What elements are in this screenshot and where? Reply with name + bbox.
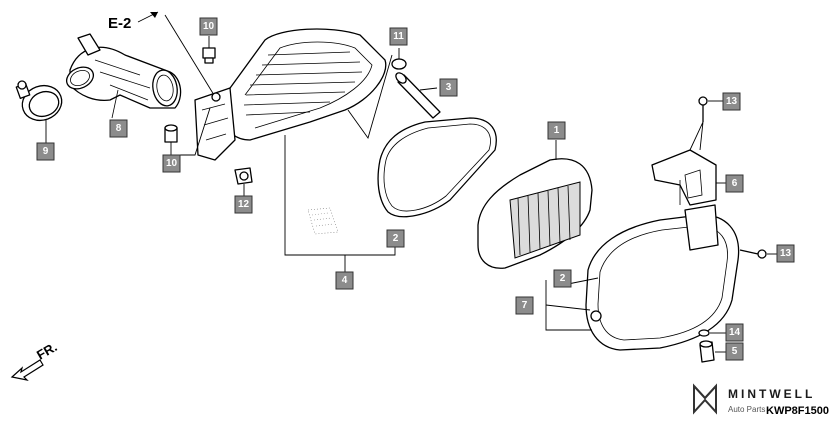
reference-label: E-2 [108, 11, 215, 96]
svg-text:11: 11 [393, 31, 404, 42]
front-direction-arrow: FR. [10, 339, 60, 381]
direction-label: FR. [34, 339, 60, 362]
callout-14: 14 [725, 323, 744, 342]
callout-3: 3 [439, 78, 458, 97]
intake-duct [65, 33, 182, 119]
drain-tube [395, 72, 441, 119]
callout-2: 2 [386, 229, 405, 248]
svg-text:10: 10 [166, 158, 178, 169]
callout-10: 10 [199, 17, 218, 36]
callout-8: 8 [109, 119, 128, 138]
svg-text:2: 2 [393, 233, 399, 244]
callout-10: 10 [162, 154, 181, 173]
screw-lower [739, 249, 777, 259]
svg-text:6: 6 [732, 178, 738, 189]
brand-watermark: MINTWELL Auto Parts [693, 383, 815, 415]
callout-11: 11 [389, 27, 408, 46]
svg-text:2: 2 [560, 273, 566, 284]
callout-13: 13 [722, 92, 741, 111]
callout-1: 1 [547, 121, 566, 140]
air-filter-element [477, 140, 593, 269]
stipple-patch [307, 207, 339, 235]
callout-4: 4 [335, 271, 354, 290]
screw-upper [689, 96, 723, 151]
svg-text:7: 7 [522, 300, 528, 311]
ref-label-text: E-2 [108, 15, 131, 32]
svg-text:14: 14 [729, 327, 741, 338]
callout-12: 12 [234, 195, 253, 214]
callout-2: 2 [553, 269, 572, 288]
collar-lower [164, 124, 178, 155]
bolt-upper [202, 36, 216, 64]
svg-text:1: 1 [554, 125, 560, 136]
svg-text:13: 13 [780, 248, 792, 259]
svg-text:9: 9 [43, 146, 49, 157]
clip [391, 48, 407, 70]
o-ring [698, 329, 726, 337]
svg-text:8: 8 [116, 123, 122, 134]
callout-7: 7 [515, 296, 534, 315]
callout-6: 6 [725, 174, 744, 193]
svg-text:10: 10 [203, 21, 215, 32]
brand-name: MINTWELL [728, 387, 815, 401]
callout-9: 9 [36, 142, 55, 161]
svg-text:12: 12 [238, 199, 250, 210]
callout-13: 13 [776, 244, 795, 263]
svg-text:13: 13 [726, 96, 738, 107]
callout-5: 5 [725, 342, 744, 361]
brand-subtitle: Auto Parts [728, 405, 765, 414]
svg-text:3: 3 [446, 82, 452, 93]
hose-clamp [15, 80, 63, 143]
svg-text:5: 5 [732, 346, 738, 357]
svg-text:4: 4 [342, 275, 348, 286]
bolt-12 [234, 167, 253, 196]
gasket [377, 117, 497, 218]
diagram-code: KWP8F1500 [766, 405, 829, 417]
drain-cap [699, 340, 726, 363]
air-cleaner-housing [173, 28, 396, 272]
cover-bracket [651, 149, 726, 251]
